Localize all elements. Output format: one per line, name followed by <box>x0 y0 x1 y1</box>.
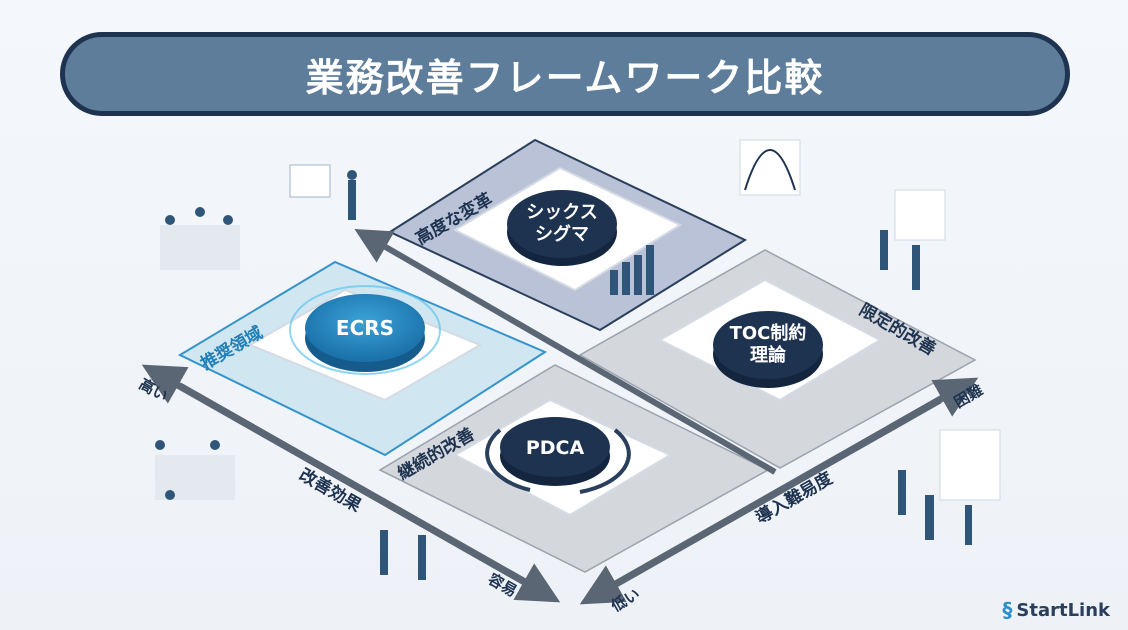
brand-logo: § StartLink <box>1002 598 1110 622</box>
axis-divider <box>354 228 777 475</box>
disc-pdca <box>500 417 610 477</box>
axis-difficulty-high: 困難 <box>951 381 986 412</box>
logo-text: StartLink <box>1016 599 1110 621</box>
title-banner: 業務改善フレームワーク比較 <box>60 32 1070 116</box>
disc-toc <box>713 311 823 379</box>
framework-toc-line2: 理論 <box>750 344 787 366</box>
disc-ecrs <box>305 294 425 362</box>
framework-toc: TOC制約 <box>730 322 807 344</box>
framework-pdca: PDCA <box>526 437 585 459</box>
disc-six-sigma <box>507 190 617 258</box>
page-title: 業務改善フレームワーク比較 <box>305 55 825 100</box>
framework-six-sigma-line2: シグマ <box>535 223 589 245</box>
framework-six-sigma: シックス <box>526 202 597 223</box>
people-illustrations <box>155 139 1001 580</box>
cycle-arrows-icon <box>485 428 631 494</box>
logo-mark-icon: § <box>1002 598 1013 622</box>
framework-ecrs: ECRS <box>336 316 394 340</box>
